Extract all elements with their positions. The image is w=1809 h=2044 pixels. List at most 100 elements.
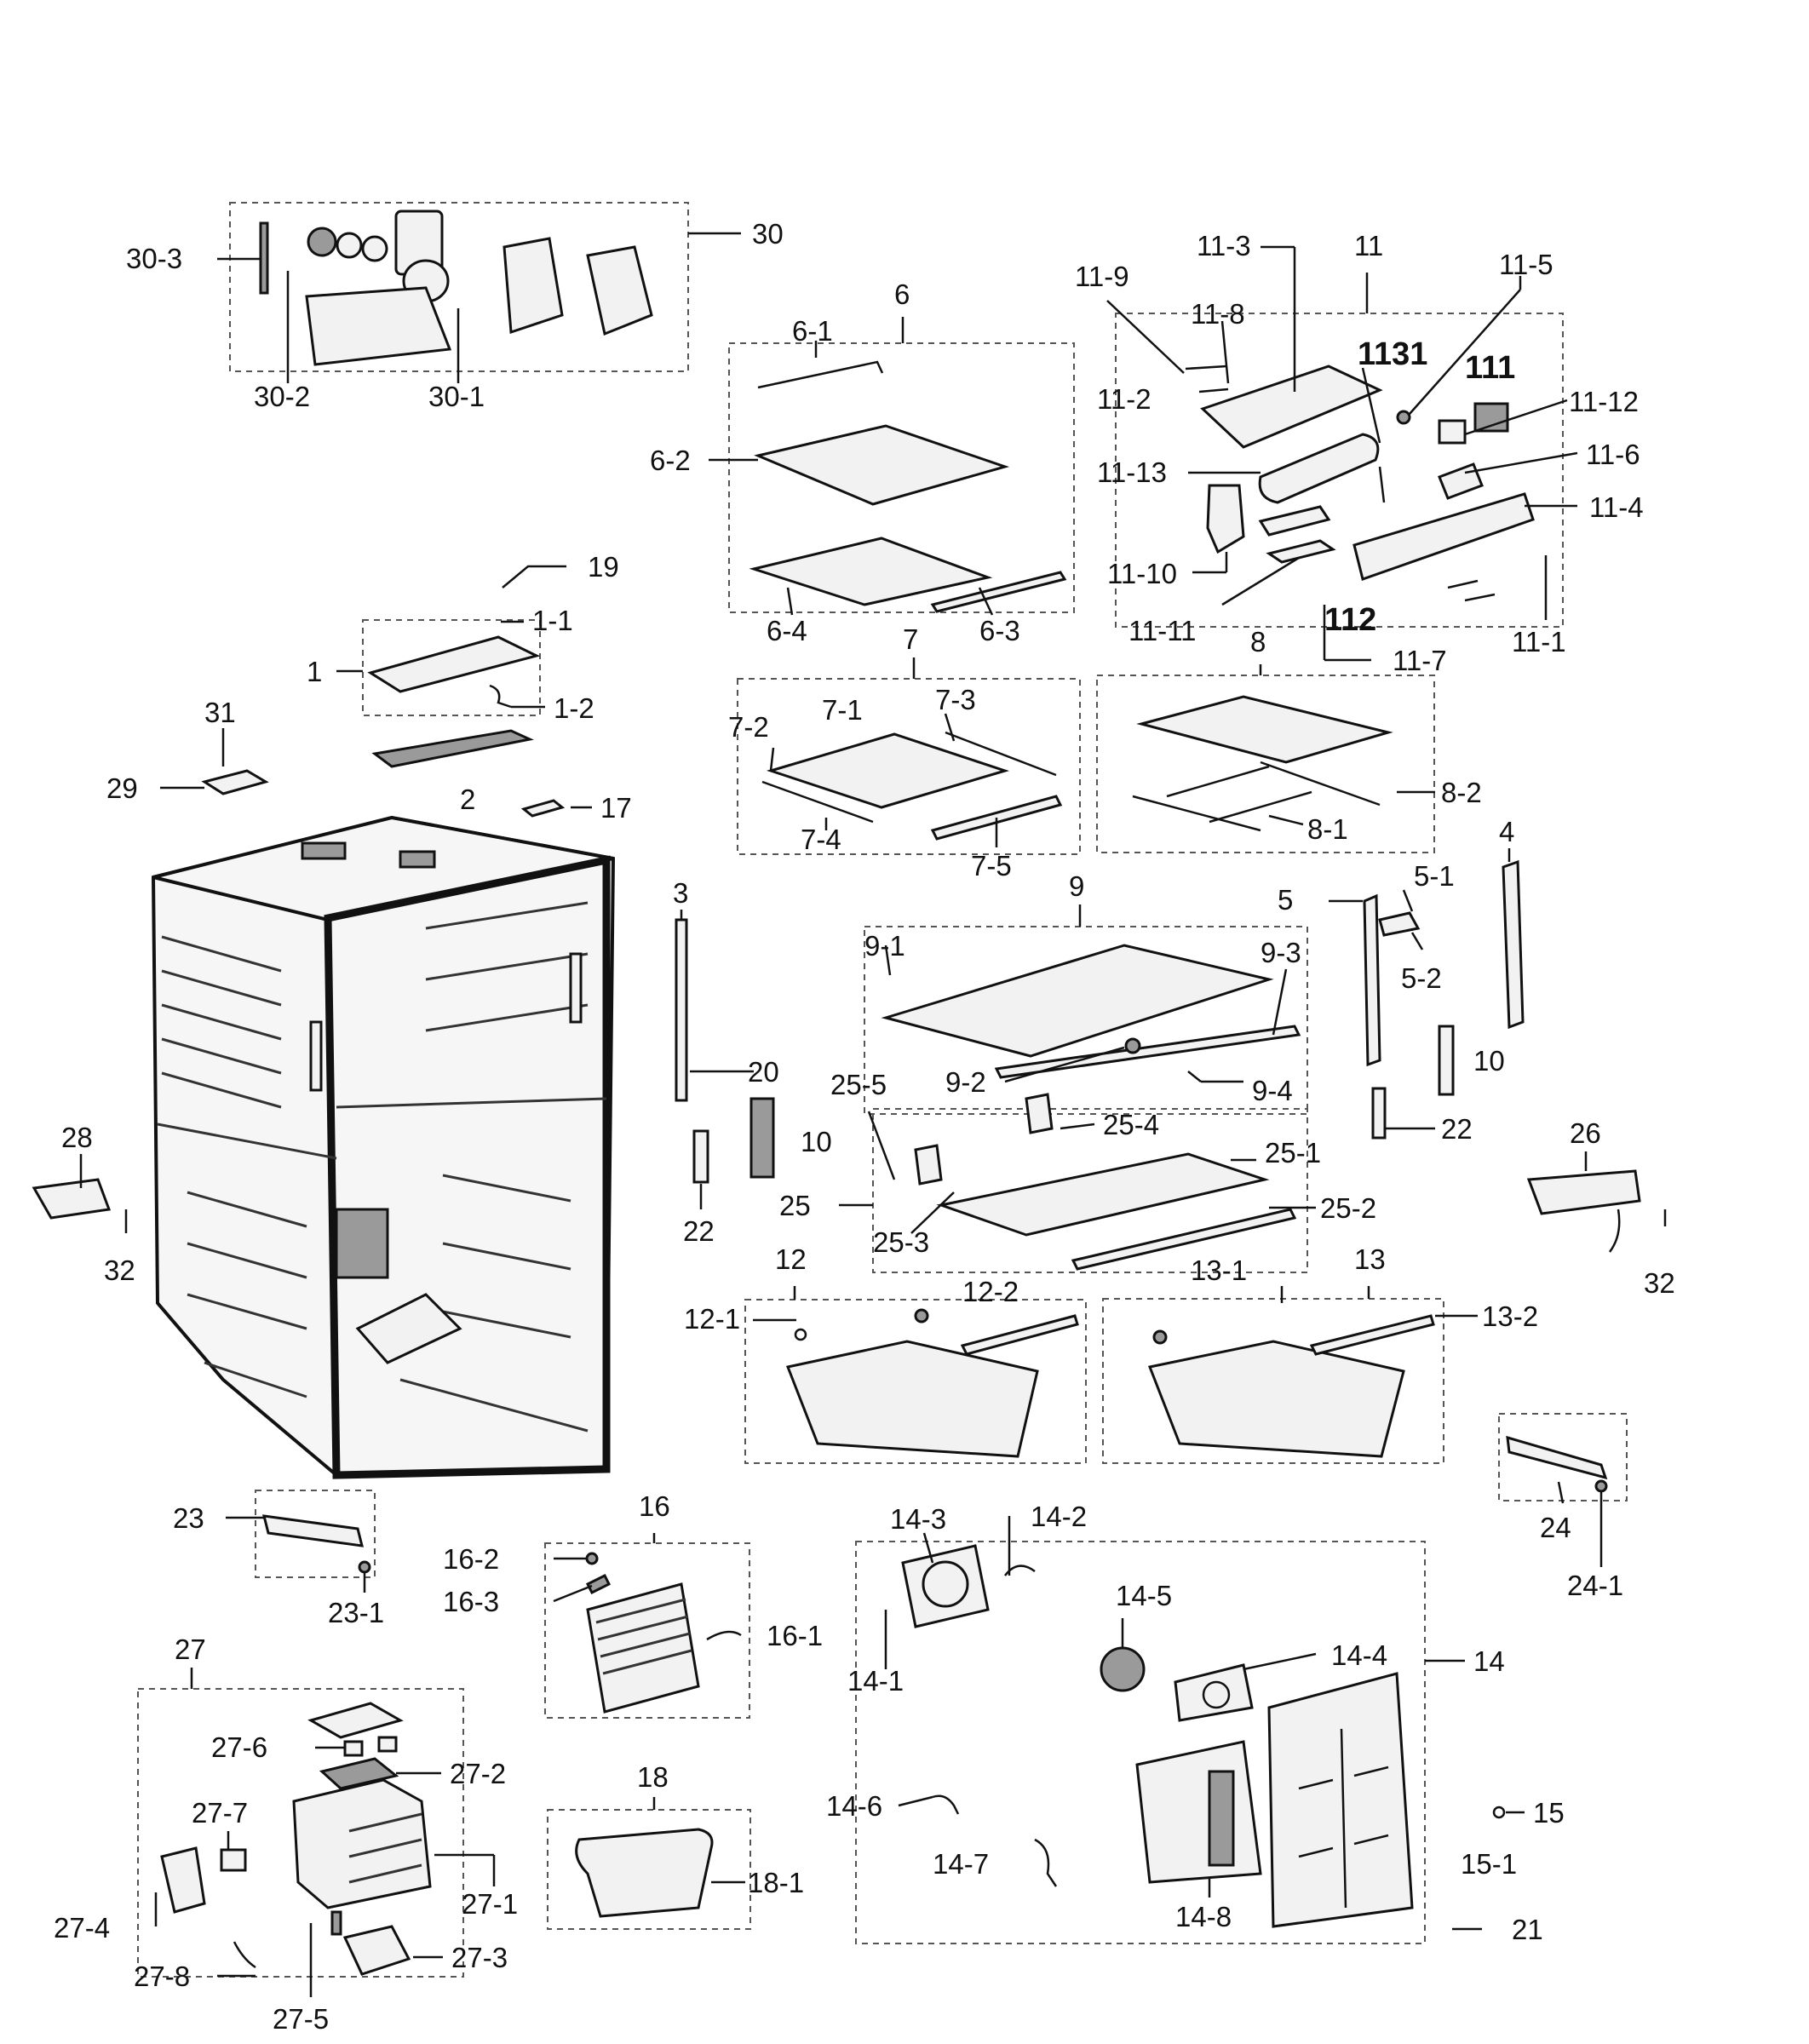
evaporator-cover-14-8-part bbox=[1135, 1740, 1262, 1884]
switch-27-7-part bbox=[220, 1848, 247, 1872]
label-1131: 1131 bbox=[1358, 336, 1427, 372]
label-25-1: 25-1 bbox=[1265, 1137, 1321, 1168]
fan-motor-14-3-part bbox=[922, 1560, 969, 1608]
label-4: 4 bbox=[1499, 816, 1514, 847]
label-9-2: 9-2 bbox=[945, 1066, 986, 1098]
part-group-26: 26 32 bbox=[1526, 1117, 1675, 1299]
label-14-4: 14-4 bbox=[1331, 1639, 1387, 1671]
label-25-5: 25-5 bbox=[830, 1069, 887, 1100]
cover-24-part bbox=[1506, 1435, 1608, 1480]
label-10b: 10 bbox=[1473, 1045, 1505, 1077]
sensor-cover-part bbox=[1473, 402, 1509, 433]
fastener-15-part bbox=[1492, 1806, 1506, 1819]
part-group-1: 19 1-1 1 1-2 31 29 2 17 bbox=[106, 551, 632, 824]
label-11-5: 11-5 bbox=[1499, 249, 1553, 280]
part-group-27: 27 27-6 27-2 27-7 27-1 27-4 27-3 27-8 27… bbox=[54, 1633, 518, 2035]
label-14-3: 14-3 bbox=[890, 1503, 946, 1535]
label-11-12: 11-12 bbox=[1569, 386, 1639, 417]
label-27-4: 27-4 bbox=[54, 1912, 110, 1944]
evaporator-16-part bbox=[586, 1582, 700, 1714]
bracket-5-1-part bbox=[1378, 911, 1421, 937]
drawer-cover-13-2-part bbox=[1309, 1314, 1435, 1356]
label-12-1: 12-1 bbox=[684, 1303, 740, 1335]
label-17: 17 bbox=[600, 792, 632, 824]
dispenser-27-1-part bbox=[292, 1778, 432, 1909]
sensor-11-12-part bbox=[1438, 419, 1467, 445]
bracket-28-part bbox=[32, 1178, 112, 1220]
label-1-2: 1-2 bbox=[554, 692, 594, 724]
label-6-1: 6-1 bbox=[792, 315, 833, 347]
part-group-6: 6 6-1 6-2 6-4 6-3 bbox=[650, 278, 1075, 646]
label-28: 28 bbox=[61, 1122, 93, 1153]
label-11-10: 11-10 bbox=[1107, 558, 1177, 589]
cover-plate-1-part bbox=[367, 635, 541, 693]
label-11-7: 11-7 bbox=[1393, 645, 1447, 676]
label-30-3: 30-3 bbox=[126, 243, 182, 274]
label-27: 27 bbox=[175, 1633, 206, 1665]
label-14-6: 14-6 bbox=[826, 1790, 882, 1822]
water-filter-11-13-part bbox=[1258, 433, 1380, 504]
label-5-2: 5-2 bbox=[1401, 962, 1442, 994]
label-14-5: 14-5 bbox=[1116, 1580, 1172, 1611]
filter-housing-11-10-part bbox=[1206, 484, 1245, 554]
label-6: 6 bbox=[894, 278, 910, 310]
glass-shelf-7-1-part bbox=[766, 732, 1010, 809]
label-20: 20 bbox=[748, 1056, 779, 1088]
label-27-5: 27-5 bbox=[273, 2003, 329, 2035]
shelf-trim-9-4-part bbox=[994, 1025, 1301, 1079]
label-14-1: 14-1 bbox=[847, 1665, 904, 1697]
evaporator-vent-part bbox=[335, 1208, 389, 1279]
lid-27-part bbox=[307, 1702, 404, 1739]
label-11-6: 11-6 bbox=[1586, 439, 1640, 470]
label-29: 29 bbox=[106, 772, 138, 804]
label-5: 5 bbox=[1278, 884, 1293, 916]
part-group-30: 30-3 30 30-2 30-1 bbox=[126, 202, 784, 412]
shelf-rail-8-1-part bbox=[1132, 795, 1261, 832]
glass-shelf-9-part bbox=[881, 944, 1274, 1058]
label-1: 1 bbox=[307, 656, 322, 687]
ice-bucket-cover-part bbox=[502, 237, 564, 335]
label-11-4: 11-4 bbox=[1589, 491, 1644, 523]
label-12: 12 bbox=[775, 1243, 807, 1275]
label-14-8: 14-8 bbox=[1175, 1901, 1232, 1932]
part-group-9: 9 9-1 9-3 9-2 9-4 bbox=[864, 870, 1308, 1115]
part-group-8: 8 8-2 8-1 bbox=[1096, 626, 1482, 853]
label-111: 111 bbox=[1465, 350, 1515, 386]
label-11-9: 11-9 bbox=[1075, 261, 1129, 292]
ice-bucket-front-part bbox=[586, 245, 653, 336]
refrigerator-cabinet bbox=[151, 815, 616, 1479]
damper-26-part bbox=[1526, 1169, 1641, 1215]
label-24: 24 bbox=[1540, 1512, 1571, 1543]
label-11-8: 11-8 bbox=[1191, 298, 1245, 330]
shelf-trim-6-1-part bbox=[757, 360, 884, 389]
shelf-frame-6-4-part bbox=[749, 537, 993, 606]
label-8-2: 8-2 bbox=[1441, 777, 1482, 808]
label-14-2: 14-2 bbox=[1031, 1501, 1087, 1532]
label-26: 26 bbox=[1570, 1117, 1601, 1149]
part-group-11: 11-3 11 11-5 11-9 11-8 11-2 1131 111 11-… bbox=[1075, 230, 1644, 676]
freezer-rear-panel-14-part bbox=[1267, 1672, 1414, 1928]
bracket-25-4-part bbox=[1025, 1093, 1054, 1134]
rail-5-part bbox=[1363, 893, 1381, 1067]
cabinet-top-vent-a-part bbox=[301, 841, 347, 860]
crisper-drawer-13-part bbox=[1147, 1340, 1405, 1458]
rail-3-part bbox=[675, 918, 688, 1102]
label-8-1: 8-1 bbox=[1307, 813, 1348, 845]
hinge-29-part bbox=[201, 769, 269, 795]
rail-cover-10-part bbox=[749, 1097, 775, 1179]
label-22b: 22 bbox=[1441, 1113, 1473, 1145]
cabinet-body-part bbox=[151, 815, 616, 1478]
ice-maker-sensor-bar-part bbox=[259, 221, 269, 295]
label-16-1: 16-1 bbox=[767, 1620, 823, 1651]
part-group-16: 16 16-2 16-3 16-1 bbox=[443, 1490, 823, 1719]
label-15-1: 15-1 bbox=[1461, 1848, 1517, 1880]
glass-shelf-6-2-part bbox=[754, 424, 1010, 506]
bin-18-1-part bbox=[575, 1828, 714, 1918]
label-14-7: 14-7 bbox=[933, 1848, 989, 1880]
label-11: 11 bbox=[1354, 230, 1383, 261]
label-16: 16 bbox=[639, 1490, 670, 1522]
motor-housing-27-4-part bbox=[160, 1846, 206, 1914]
shelf-rail-8-2-part bbox=[1260, 761, 1381, 807]
label-9-1: 9-1 bbox=[864, 930, 905, 962]
label-25-2: 25-2 bbox=[1320, 1192, 1376, 1224]
